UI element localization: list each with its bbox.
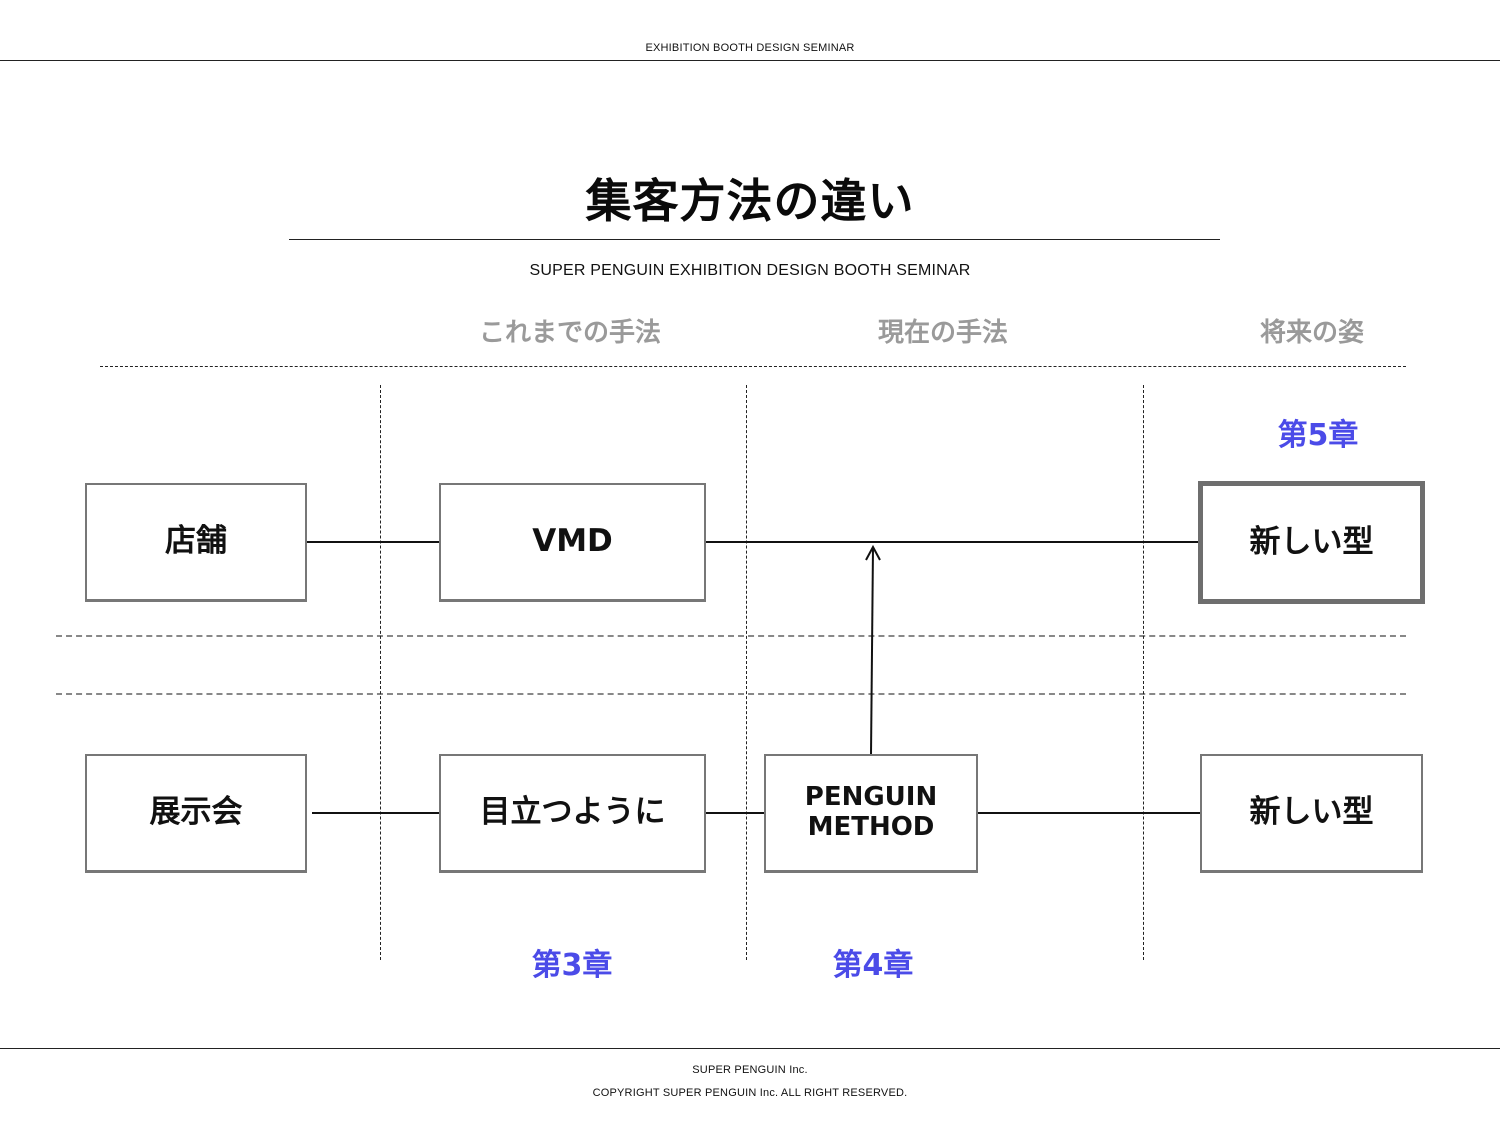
connector-vmd-to-new-store [705,541,1200,543]
arrow-head [865,544,881,561]
column-divider-3 [1143,385,1144,960]
box-new-style-exhibition: 新しい型 [1200,754,1423,873]
page-subtitle: SUPER PENGUIN EXHIBITION DESIGN BOOTH SE… [529,262,971,279]
row-separator-dashed-upper [56,635,1406,637]
footer-rule [0,1048,1500,1049]
connector-store-to-vmd [307,541,440,543]
box-store: 店舗 [85,483,307,602]
box-exhibition: 展示会 [85,754,307,873]
page-title: 集客方法の違い [585,174,915,228]
header-text: EXHIBITION BOOTH DESIGN SEMINAR [645,42,855,54]
penguin-method-line1: PENGUIN [804,782,938,813]
chapter-5-label: 第5章 [1277,418,1359,453]
title-underline [289,239,1220,240]
arrow-shaft [870,546,874,756]
footer-copyright: COPYRIGHT SUPER PENGUIN Inc. ALL RIGHT R… [592,1087,908,1099]
box-medatsu-youni: 目立つように [439,754,706,873]
column-heading-future: 将来の姿 [1259,318,1364,348]
column-heading-current: 現在の手法 [877,318,1008,348]
box-vmd: VMD [439,483,706,602]
chapter-4-label: 第4章 [832,948,914,983]
column-heading-past: これまでの手法 [478,318,661,348]
row-separator-dashed-lower [56,693,1406,695]
penguin-method-line2: METHOD [807,812,935,842]
connector-exhibition-to-medatsu [312,812,440,814]
column-divider-2 [746,385,747,960]
box-new-style-store: 新しい型 [1198,481,1425,604]
footer-company: SUPER PENGUIN Inc. [692,1064,808,1076]
chapter-3-label: 第3章 [531,948,613,983]
header-separator-dashed [100,366,1406,367]
box-penguin-method: PENGUIN METHOD [764,754,978,873]
column-divider-1 [380,385,381,960]
connector-penguin-to-new-exhibition [977,812,1201,814]
connector-medatsu-to-penguin [705,812,765,814]
header-rule [0,60,1500,61]
